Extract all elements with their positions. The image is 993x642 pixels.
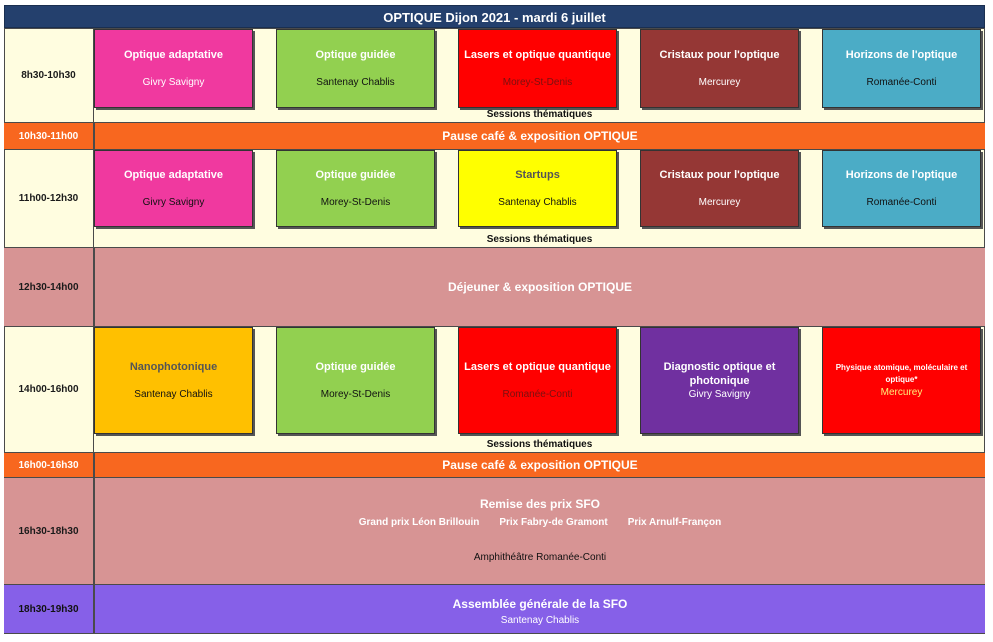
session-box[interactable]: Horizons de l'optique Romanée-Conti bbox=[822, 29, 981, 108]
prix-block: Remise des prix SFO Grand prix Léon Bril… bbox=[94, 478, 985, 584]
session-location: Santenay Chablis bbox=[498, 197, 577, 208]
assembly-location: Santenay Chablis bbox=[500, 615, 580, 626]
program-title: OPTIQUE Dijon 2021 - mardi 6 juillet bbox=[4, 5, 985, 28]
pause-label: Pause café & exposition OPTIQUE bbox=[94, 453, 985, 477]
session-title: Startups bbox=[515, 169, 560, 181]
session-title: Horizons de l'optique bbox=[845, 49, 958, 61]
lunch-label: Déjeuner & exposition OPTIQUE bbox=[447, 280, 633, 294]
prix-title: Remise des prix SFO bbox=[479, 497, 601, 511]
prize-list: Grand prix Léon Brillouin Prix Fabry-de … bbox=[95, 517, 985, 528]
sessions-label: Sessions thématiques bbox=[486, 234, 593, 245]
session-box[interactable]: Optique guidée Morey-St-Denis bbox=[276, 150, 435, 227]
prix-location: Amphithéâtre Romanée-Conti bbox=[473, 552, 607, 563]
session-location: Romanée-Conti bbox=[502, 389, 573, 400]
sessions-label: Sessions thématiques bbox=[486, 109, 593, 120]
session-title: Cristaux pour l'optique bbox=[659, 49, 780, 61]
slot-row-prix: 16h30-18h30 Remise des prix SFO Grand pr… bbox=[4, 477, 985, 584]
sessions-area: Optique adaptative Givry Savigny Optique… bbox=[94, 29, 985, 122]
session-location: Givry Savigny bbox=[142, 197, 205, 208]
session-title: Optique guidée bbox=[315, 361, 396, 373]
session-title: Lasers et optique quantique bbox=[464, 361, 611, 373]
session-location: Santenay Chablis bbox=[316, 77, 395, 88]
session-box[interactable]: Cristaux pour l'optique Mercurey bbox=[640, 29, 799, 108]
session-box[interactable]: Optique guidée Morey-St-Denis bbox=[276, 327, 435, 434]
time-label: 11h00-12h30 bbox=[4, 150, 94, 247]
sessions-area: Nanophotonique Santenay Chablis Optique … bbox=[94, 327, 985, 452]
session-title: Optique adaptative bbox=[123, 169, 224, 181]
session-box[interactable]: Lasers et optique quantique Morey-St-Den… bbox=[458, 29, 617, 108]
session-box[interactable]: Optique adaptative Givry Savigny bbox=[94, 150, 253, 227]
session-location: Morey-St-Denis bbox=[320, 389, 391, 400]
slot-row-pause-2: 16h00-16h30 Pause café & exposition OPTI… bbox=[4, 452, 985, 477]
time-label: 10h30-11h00 bbox=[4, 123, 94, 149]
session-location: Givry Savigny bbox=[688, 389, 751, 400]
prize-item: Grand prix Léon Brillouin bbox=[358, 517, 480, 528]
session-title: Lasers et optique quantique bbox=[464, 49, 611, 61]
session-title: Physique atomique, moléculaire et optiqu… bbox=[835, 363, 968, 384]
session-location: Romanée-Conti bbox=[866, 197, 937, 208]
assembly-block: Assemblée générale de la SFO Santenay Ch… bbox=[94, 585, 985, 633]
session-title: Horizons de l'optique bbox=[845, 169, 958, 181]
session-location: Morey-St-Denis bbox=[320, 197, 391, 208]
session-location: Mercurey bbox=[698, 77, 741, 88]
time-label: 16h30-18h30 bbox=[4, 478, 94, 584]
session-location: Mercurey bbox=[880, 387, 923, 398]
session-title: Optique guidée bbox=[315, 49, 396, 61]
sessions-label: Sessions thématiques bbox=[486, 439, 593, 450]
session-title: Nanophotonique bbox=[129, 361, 218, 373]
time-label: 8h30-10h30 bbox=[4, 29, 94, 122]
slot-row-8h30: 8h30-10h30 Optique adaptative Givry Savi… bbox=[4, 28, 985, 122]
slot-row-pause-1: 10h30-11h00 Pause café & exposition OPTI… bbox=[4, 122, 985, 149]
session-box[interactable]: Nanophotonique Santenay Chablis bbox=[94, 327, 253, 434]
session-title: Cristaux pour l'optique bbox=[659, 169, 780, 181]
slot-row-11h00: 11h00-12h30 Optique adaptative Givry Sav… bbox=[4, 149, 985, 247]
session-box[interactable]: Physique atomique, moléculaire et optiqu… bbox=[822, 327, 981, 434]
slot-row-lunch: 12h30-14h00 Déjeuner & exposition OPTIQU… bbox=[4, 247, 985, 326]
time-label: 16h00-16h30 bbox=[4, 453, 94, 477]
session-title: Optique adaptative bbox=[123, 49, 224, 61]
pause-label: Pause café & exposition OPTIQUE bbox=[94, 123, 985, 149]
lunch-block: Déjeuner & exposition OPTIQUE bbox=[94, 248, 985, 326]
session-title: Diagnostic optique et photonique bbox=[663, 361, 776, 387]
time-label: 14h00-16h00 bbox=[4, 327, 94, 452]
session-box[interactable]: Lasers et optique quantique Romanée-Cont… bbox=[458, 327, 617, 434]
assembly-title: Assemblée générale de la SFO bbox=[452, 597, 628, 611]
slot-row-14h00: 14h00-16h00 Nanophotonique Santenay Chab… bbox=[4, 326, 985, 452]
session-location: Romanée-Conti bbox=[866, 77, 937, 88]
session-location: Santenay Chablis bbox=[134, 389, 213, 400]
prize-item: Prix Arnulf-Françon bbox=[627, 517, 722, 528]
session-title: Optique guidée bbox=[315, 169, 396, 181]
time-label: 12h30-14h00 bbox=[4, 248, 94, 326]
session-box[interactable]: Optique adaptative Givry Savigny bbox=[94, 29, 253, 108]
session-box[interactable]: Horizons de l'optique Romanée-Conti bbox=[822, 150, 981, 227]
session-box[interactable]: Cristaux pour l'optique Mercurey bbox=[640, 150, 799, 227]
session-location: Morey-St-Denis bbox=[502, 77, 573, 88]
session-location: Mercurey bbox=[698, 197, 741, 208]
prize-item: Prix Fabry-de Gramont bbox=[499, 517, 608, 528]
time-label: 18h30-19h30 bbox=[4, 585, 94, 633]
slot-row-assembly: 18h30-19h30 Assemblée générale de la SFO… bbox=[4, 584, 985, 634]
session-box[interactable]: Startups Santenay Chablis bbox=[458, 150, 617, 227]
session-box[interactable]: Optique guidée Santenay Chablis bbox=[276, 29, 435, 108]
sessions-area: Optique adaptative Givry Savigny Optique… bbox=[94, 150, 985, 247]
session-location: Givry Savigny bbox=[142, 77, 205, 88]
session-box[interactable]: Diagnostic optique et photonique Givry S… bbox=[640, 327, 799, 434]
